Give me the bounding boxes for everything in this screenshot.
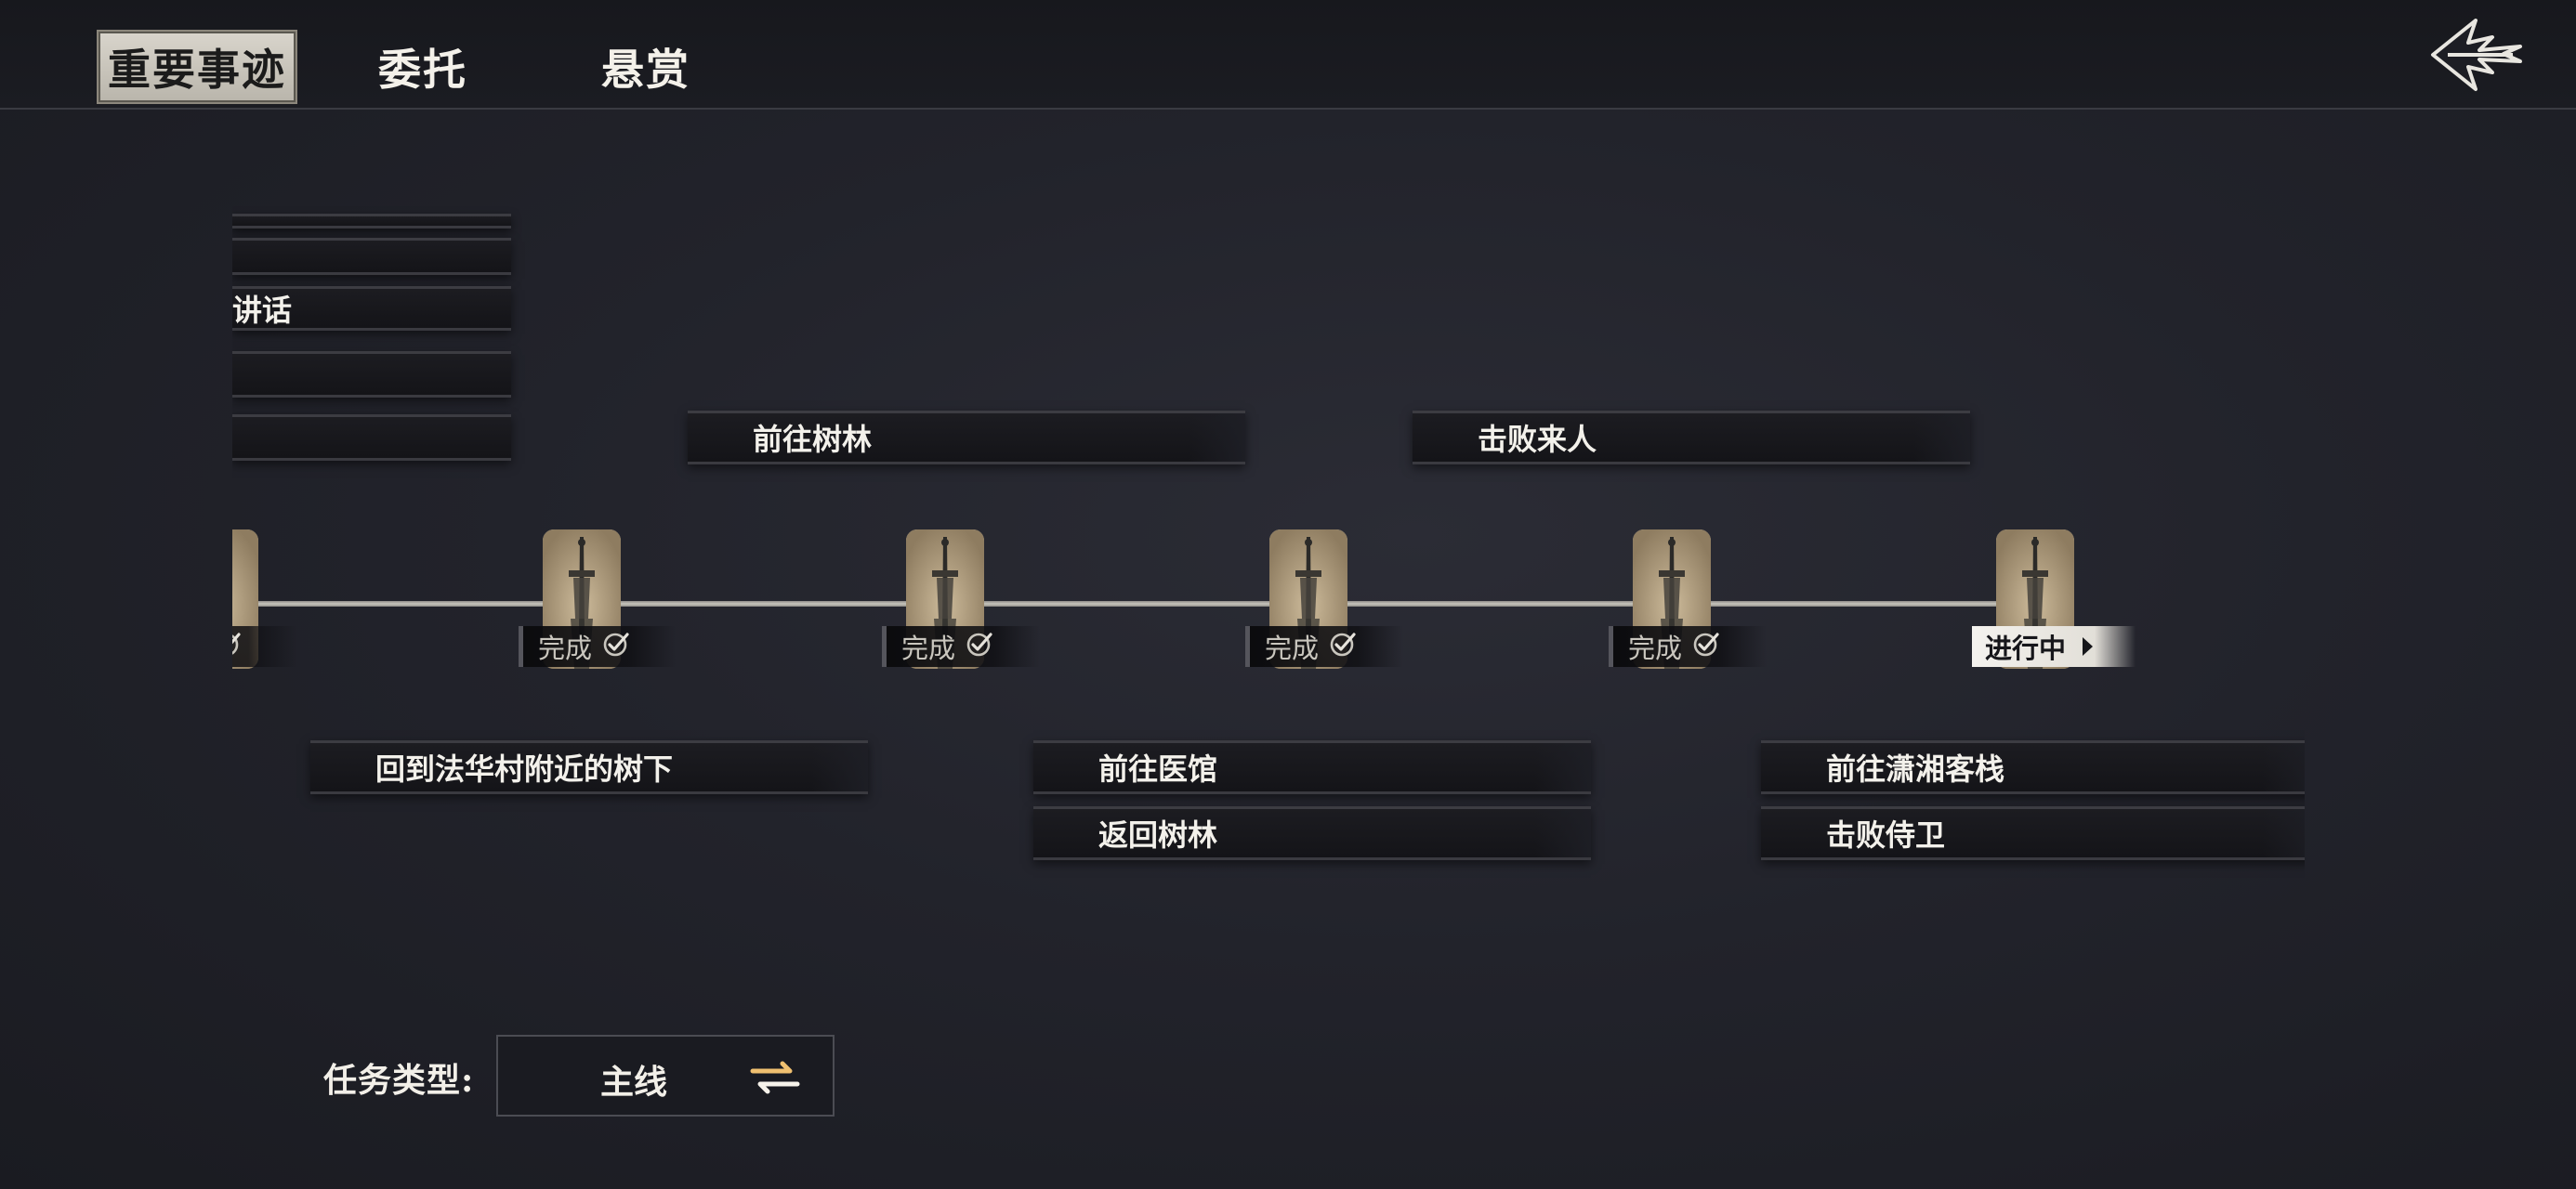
- quest-label: 击败侍卫: [1826, 817, 1946, 853]
- quest-label: 击败来人: [1478, 422, 1597, 457]
- quest-label: 讲话: [232, 293, 293, 328]
- quest-item[interactable]: 击败侍卫: [1761, 806, 2305, 860]
- check-circle-icon: [601, 629, 631, 665]
- quest-item[interactable]: [232, 414, 511, 461]
- quest-label: 前往潇湘客栈: [1826, 751, 2005, 787]
- stage-status: 完成: [1609, 626, 1767, 667]
- quest-item[interactable]: [232, 351, 511, 398]
- quest-item[interactable]: 讲话: [232, 286, 511, 331]
- quest-label: 返回树林: [1098, 817, 1218, 853]
- stage-status: 完成: [882, 626, 1040, 667]
- quest-item[interactable]: 前往医馆: [1033, 740, 1591, 794]
- stage-status: 完成: [519, 626, 677, 667]
- quest-label: 前往树林: [753, 422, 873, 457]
- quest-item[interactable]: 前往树林: [688, 411, 1245, 464]
- quest-item[interactable]: 返回树林: [1033, 806, 1591, 860]
- stage-status-active[interactable]: 进行中: [1972, 626, 2136, 667]
- quest-label: 前往医馆: [1098, 751, 1218, 787]
- stage-status: 完成: [232, 626, 297, 667]
- check-circle-icon: [1328, 629, 1358, 665]
- back-button[interactable]: [2420, 13, 2531, 97]
- quest-item[interactable]: [232, 238, 511, 275]
- quest-item[interactable]: [232, 214, 511, 229]
- quest-item[interactable]: 回到法华村附近的树下: [310, 740, 868, 794]
- quest-label: 回到法华村附近的树下: [375, 751, 674, 787]
- tab-important-deeds[interactable]: 重要事迹: [97, 30, 297, 104]
- timeline-line: [232, 601, 2035, 607]
- quest-timeline-board: 讲话 前往树林 击败来人 完成 完成 完成: [232, 186, 2305, 910]
- swap-arrows-icon: [750, 1061, 800, 1094]
- tab-bounties[interactable]: 悬赏: [601, 45, 690, 95]
- top-bar: 重要事迹 委托 悬赏: [0, 0, 2576, 110]
- quest-item[interactable]: 前往潇湘客栈: [1761, 740, 2305, 794]
- check-circle-icon: [1691, 629, 1721, 665]
- check-circle-icon: [232, 629, 243, 665]
- quest-item[interactable]: 击败来人: [1413, 411, 1970, 464]
- check-circle-icon: [965, 629, 994, 665]
- chevron-right-icon: [2083, 637, 2094, 656]
- back-arrow-icon: [2431, 19, 2522, 91]
- quest-type-selector[interactable]: 主线: [496, 1035, 835, 1117]
- stage-status: 完成: [1245, 626, 1403, 667]
- tab-commissions[interactable]: 委托: [378, 45, 467, 95]
- quest-type-value: 主线: [600, 1063, 668, 1102]
- quest-type-label: 任务类型:: [323, 1061, 475, 1100]
